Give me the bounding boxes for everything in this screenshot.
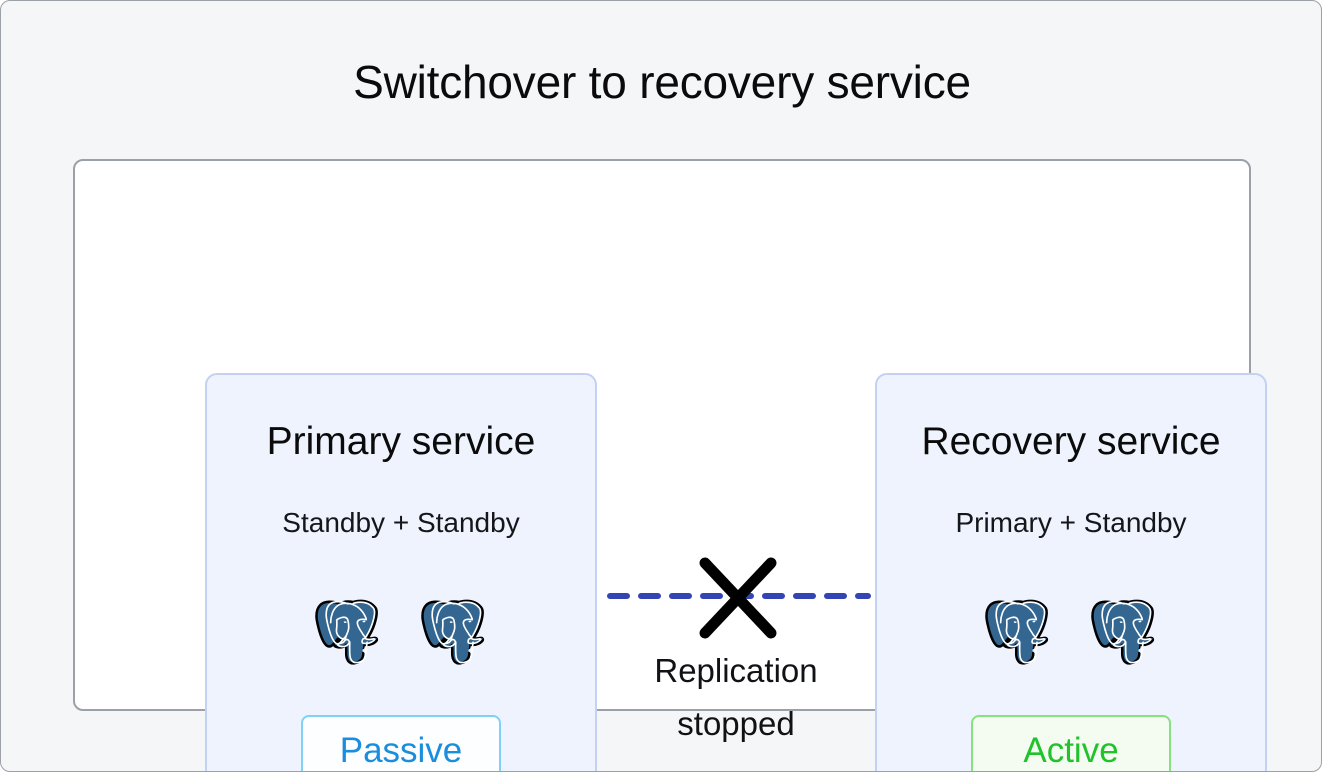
service-node-row [207, 593, 595, 667]
postgresql-elephant-icon [315, 599, 379, 665]
replication-link: Replication stopped [596, 373, 876, 771]
service-box-recovery[interactable]: Recovery service Primary + Standby [875, 373, 1267, 771]
postgresql-elephant-icon [1091, 599, 1155, 665]
replication-label-line-2: stopped [677, 705, 795, 742]
service-box-primary[interactable]: Primary service Standby + Standby [205, 373, 597, 771]
replication-label: Replication stopped [596, 644, 876, 750]
postgresql-elephant-icon [421, 599, 485, 665]
cross-icon [699, 557, 777, 639]
postgresql-elephant-icon [985, 599, 1049, 665]
service-subtitle: Standby + Standby [282, 507, 520, 538]
replication-label-line-1: Replication [654, 652, 818, 689]
status-badge[interactable]: Passive [301, 715, 501, 771]
service-title: Primary service [266, 420, 536, 463]
page-title: Switchover to recovery service [353, 56, 971, 108]
service-node-row [877, 593, 1265, 667]
diagram-inner-frame: Primary service Standby + Standby [73, 159, 1267, 771]
service-subtitle: Primary + Standby [955, 507, 1187, 538]
status-badge[interactable]: Active [971, 715, 1171, 771]
service-title: Recovery service [921, 420, 1221, 463]
